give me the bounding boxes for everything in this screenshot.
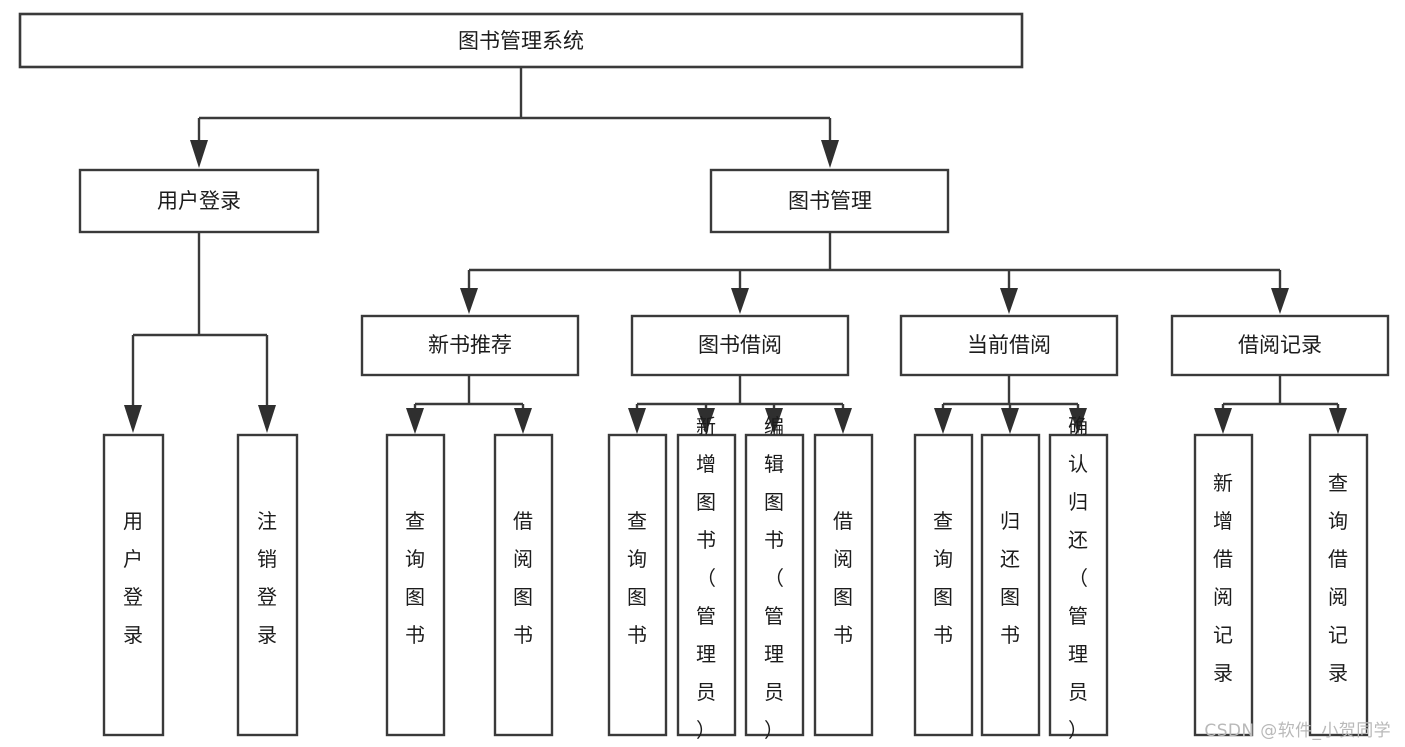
leaf-query-record[interactable]: 查询借阅记录 (1308, 433, 1369, 737)
node-new-book-recommend-label: 新书推荐 (428, 333, 512, 357)
leaf-query-book-2-label: 查询图书 (627, 509, 647, 647)
arrow-head-leaf-return-book (1001, 408, 1019, 434)
leaf-add-record-box[interactable] (1193, 433, 1254, 737)
arrow-head-leaf-add-record (1214, 408, 1232, 434)
node-root-label: 图书管理系统 (458, 29, 584, 53)
leaf-user-logout-label: 注销登录 (257, 509, 277, 647)
leaf-user-logout[interactable]: 注销登录 (236, 433, 299, 737)
leaf-edit-book[interactable]: 编辑图书（管理员） (744, 414, 805, 742)
leaf-borrow-book-1-label: 借阅图书 (513, 509, 533, 647)
leaf-user-login[interactable]: 用户登录 (102, 433, 165, 737)
arrow-head-leaf-user-login (124, 405, 142, 433)
leaf-add-record-label: 新增借阅记录 (1213, 471, 1233, 685)
connector-group-current-borrow (934, 375, 1087, 434)
leaf-confirm-return-label: 确认归还（管理员） (1068, 414, 1088, 742)
leaf-query-book-1[interactable]: 查询图书 (385, 433, 446, 737)
node-book-manage-box[interactable] (709, 168, 950, 234)
leaf-user-login-box[interactable] (102, 433, 165, 737)
leaf-query-book-1-label: 查询图书 (405, 509, 425, 647)
node-book-manage-label: 图书管理 (788, 189, 872, 213)
node-current-borrow-label: 当前借阅 (967, 333, 1051, 357)
arrow-head-leaf-query-book-2 (628, 408, 646, 434)
node-user-login[interactable]: 用户登录 (78, 168, 320, 234)
arrow-head-book-borrow (731, 288, 749, 314)
leaf-borrow-book-2[interactable]: 借阅图书 (813, 433, 874, 737)
leaf-query-book-2[interactable]: 查询图书 (607, 433, 668, 737)
connector-group-user-login (124, 232, 276, 433)
leaf-borrow-book-2-label: 借阅图书 (833, 509, 853, 647)
node-book-borrow[interactable]: 图书借阅 (630, 314, 850, 377)
node-book-manage[interactable]: 图书管理 (709, 168, 950, 234)
node-new-book-recommend[interactable]: 新书推荐 (360, 314, 580, 377)
node-new-book-recommend-box[interactable] (360, 314, 580, 377)
connector-group-book-borrow (628, 375, 852, 434)
arrow-head-new-book-recommend (460, 288, 478, 314)
arrow-head-book-manage (821, 140, 839, 168)
leaf-query-book-3-box[interactable] (913, 433, 974, 737)
arrow-head-leaf-add-book (697, 408, 715, 434)
leaf-add-book-label: 新增图书（管理员） (696, 414, 716, 742)
leaf-query-book-2-box[interactable] (607, 433, 668, 737)
leaf-query-record-label: 查询借阅记录 (1328, 471, 1348, 685)
leaf-add-book[interactable]: 新增图书（管理员） (676, 414, 737, 742)
arrow-head-leaf-query-book-1 (406, 408, 424, 434)
connector-group-borrow-record (1214, 375, 1347, 434)
csdn-watermark: CSDN @软件_小贺同学 (1204, 721, 1391, 741)
arrow-head-leaf-user-logout (258, 405, 276, 433)
arrow-head-current-borrow (1000, 288, 1018, 314)
connector-group-root (190, 67, 839, 168)
leaf-add-record[interactable]: 新增借阅记录 (1193, 433, 1254, 737)
leaf-edit-book-box[interactable] (744, 433, 805, 737)
connector-group-new-book-recommend (406, 375, 532, 434)
node-borrow-record-box[interactable] (1170, 314, 1390, 377)
leaf-borrow-book-1[interactable]: 借阅图书 (493, 433, 554, 737)
leaf-confirm-return[interactable]: 确认归还（管理员） (1048, 414, 1109, 742)
node-borrow-record[interactable]: 借阅记录 (1170, 314, 1390, 377)
arrow-head-borrow-record (1271, 288, 1289, 314)
arrow-head-leaf-query-book-3 (934, 408, 952, 434)
arrow-head-leaf-borrow-book-1 (514, 408, 532, 434)
node-current-borrow-box[interactable] (899, 314, 1119, 377)
arrow-head-leaf-edit-book (765, 408, 783, 434)
node-user-login-box[interactable] (78, 168, 320, 234)
connector-group-book-manage (460, 232, 1289, 314)
leaf-query-book-3-label: 查询图书 (933, 509, 953, 647)
arrow-head-leaf-confirm-return (1069, 408, 1087, 434)
leaf-edit-book-label: 编辑图书（管理员） (764, 414, 784, 742)
leaf-query-book-3[interactable]: 查询图书 (913, 433, 974, 737)
leaf-query-record-box[interactable] (1308, 433, 1369, 737)
node-current-borrow[interactable]: 当前借阅 (899, 314, 1119, 377)
leaf-query-book-1-box[interactable] (385, 433, 446, 737)
node-book-borrow-box[interactable] (630, 314, 850, 377)
node-root-box[interactable] (18, 12, 1024, 69)
node-user-login-label: 用户登录 (157, 189, 241, 213)
leaf-return-book-label: 归还图书 (1000, 509, 1020, 647)
leaf-confirm-return-box[interactable] (1048, 433, 1109, 737)
leaf-user-logout-box[interactable] (236, 433, 299, 737)
arrow-head-leaf-borrow-book-2 (834, 408, 852, 434)
leaf-borrow-book-2-box[interactable] (813, 433, 874, 737)
node-book-borrow-label: 图书借阅 (698, 333, 782, 357)
leaf-user-login-label: 用户登录 (123, 509, 143, 647)
arrow-head-user-login (190, 140, 208, 168)
leaf-return-book[interactable]: 归还图书 (980, 433, 1041, 737)
node-root[interactable]: 图书管理系统 (18, 12, 1024, 69)
leaf-add-book-box[interactable] (676, 433, 737, 737)
node-borrow-record-label: 借阅记录 (1238, 333, 1322, 357)
arrow-head-leaf-query-record (1329, 408, 1347, 434)
leaf-borrow-book-1-box[interactable] (493, 433, 554, 737)
leaf-return-book-box[interactable] (980, 433, 1041, 737)
